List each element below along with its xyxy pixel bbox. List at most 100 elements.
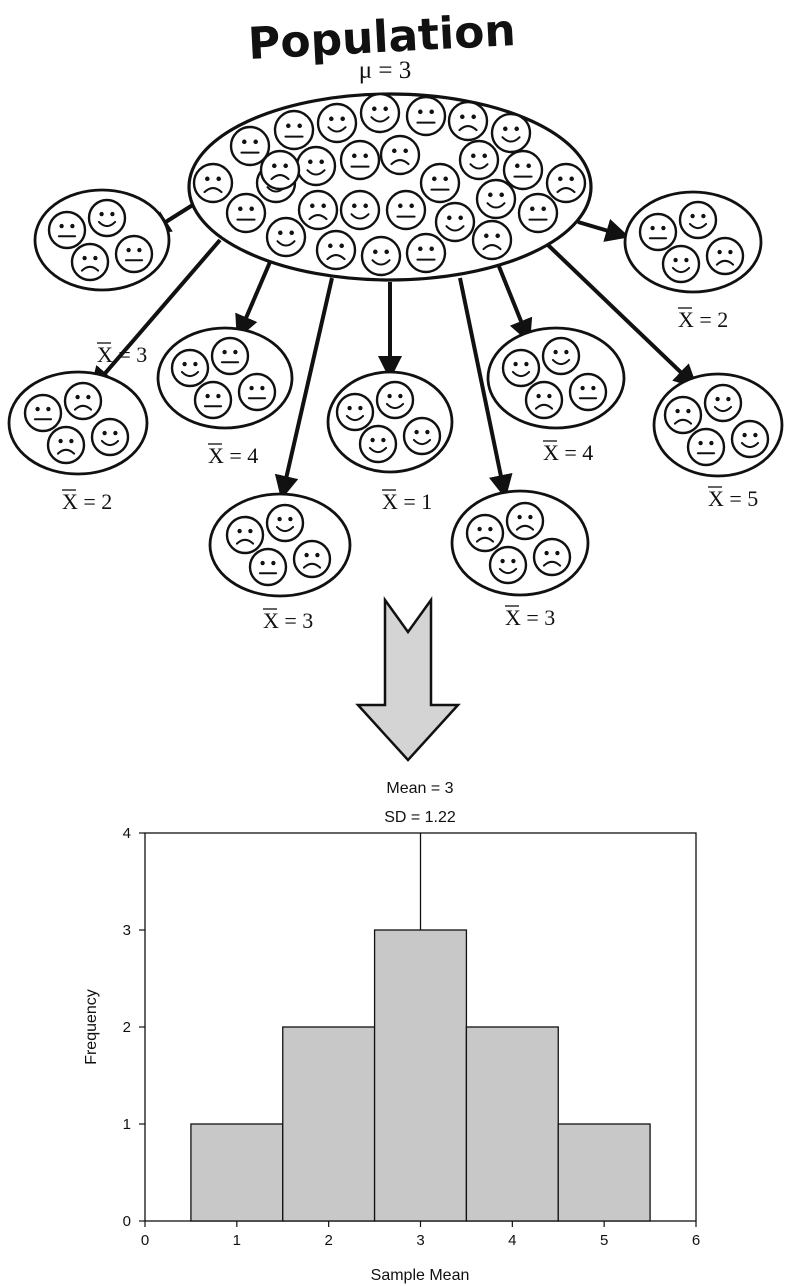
x-tick-label: 0 [141,1232,149,1249]
y-axis-title: Frequency [83,989,100,1065]
x-tick-label: 4 [508,1232,516,1249]
sample-group: X = 2 [623,190,763,332]
sample-mean-label: X = 3 [505,605,555,630]
happy-face-icon [265,503,305,543]
population-faces [192,92,587,277]
neutral-face-icon [225,192,267,234]
sad-face-icon [297,189,339,231]
sad-face-icon [46,425,86,465]
sad-face-icon [292,539,332,579]
sample-groups: X = 3X = 2X = 4X = 3X = 1X = 4X = 3X = 2… [7,188,784,633]
neutral-face-icon [248,547,288,587]
happy-face-icon [730,419,770,459]
sampling-arrow [235,261,272,340]
sample-mean-label: X = 2 [678,307,728,332]
sampling-arrows [89,194,698,500]
neutral-face-icon [273,109,315,151]
sad-face-icon [259,149,301,191]
neutral-face-icon [385,189,427,231]
happy-face-icon [90,417,130,457]
sample-group: X = 1 [326,370,454,514]
neutral-face-icon [23,393,63,433]
sampling-arrow [458,277,513,499]
happy-face-icon [339,189,381,231]
sampling-arrow [577,218,630,242]
sad-face-icon [545,162,587,204]
histogram-bar-4 [465,1026,559,1222]
neutral-face-icon [405,95,447,137]
neutral-face-icon [405,232,447,274]
sad-face-icon [505,501,545,541]
x-tick-label: 1 [233,1232,241,1249]
sad-face-icon [705,236,745,276]
happy-face-icon [501,348,541,388]
sad-face-icon [447,100,489,142]
happy-face-icon [360,235,402,277]
happy-face-icon [316,102,358,144]
sample-group: X = 3 [33,188,171,367]
sad-face-icon [524,380,564,420]
sampling-arrow [89,238,222,392]
happy-face-icon [458,139,500,181]
sample-mean-label: X = 3 [263,608,313,633]
happy-face-icon [490,112,532,154]
happy-face-icon [375,380,415,420]
happy-face-icon [434,201,476,243]
x-tick-label: 2 [324,1232,332,1249]
sampling-arrow [496,263,533,344]
sad-face-icon [663,395,703,435]
happy-face-icon [170,348,210,388]
histogram-bar-2 [282,1026,376,1222]
sample-mean-label: X = 5 [708,486,758,511]
mean-annotation: Mean = 3 [386,780,453,797]
sad-face-icon [465,513,505,553]
sample-mean-label: X = 2 [62,489,112,514]
x-tick-label: 6 [692,1232,700,1249]
neutral-face-icon [419,162,461,204]
happy-face-icon [358,424,398,464]
x-tick-label: 3 [416,1232,424,1249]
happy-face-icon [678,200,718,240]
sampling-arrow [546,243,698,389]
sad-face-icon [471,219,513,261]
sampling-arrow [274,277,334,500]
sad-face-icon [379,134,421,176]
population-mean-label: μ = 3 [359,57,412,84]
y-tick-label: 2 [123,1019,131,1036]
neutral-face-icon [686,427,726,467]
sample-group: X = 3 [450,489,590,630]
happy-face-icon [87,198,127,238]
happy-face-icon [295,145,337,187]
y-tick-label: 3 [123,922,131,939]
neutral-face-icon [193,380,233,420]
happy-face-icon [359,92,401,134]
sad-face-icon [63,381,103,421]
x-tick-label: 5 [600,1232,608,1249]
sample-group: X = 5 [652,372,784,511]
neutral-face-icon [114,234,154,274]
happy-face-icon [541,336,581,376]
down-arrow-icon [355,596,461,762]
y-tick-label: 0 [123,1213,131,1230]
neutral-face-icon [339,139,381,181]
happy-face-icon [265,216,307,258]
sad-face-icon [192,162,234,204]
happy-face-icon [402,416,442,456]
histogram-bar-1 [190,1123,284,1222]
sample-mean-label: X = 1 [382,489,432,514]
sad-face-icon [315,229,357,271]
y-tick-label: 1 [123,1116,131,1133]
sample-group: X = 4 [156,326,294,468]
neutral-face-icon [210,336,250,376]
sad-face-icon [532,537,572,577]
sad-face-icon [225,515,265,555]
neutral-face-icon [502,149,544,191]
sample-group: X = 2 [7,370,149,514]
y-tick-label: 4 [123,825,131,842]
sd-annotation: SD = 1.22 [384,809,456,826]
neutral-face-icon [237,372,277,412]
sad-face-icon [70,242,110,282]
happy-face-icon [488,545,528,585]
